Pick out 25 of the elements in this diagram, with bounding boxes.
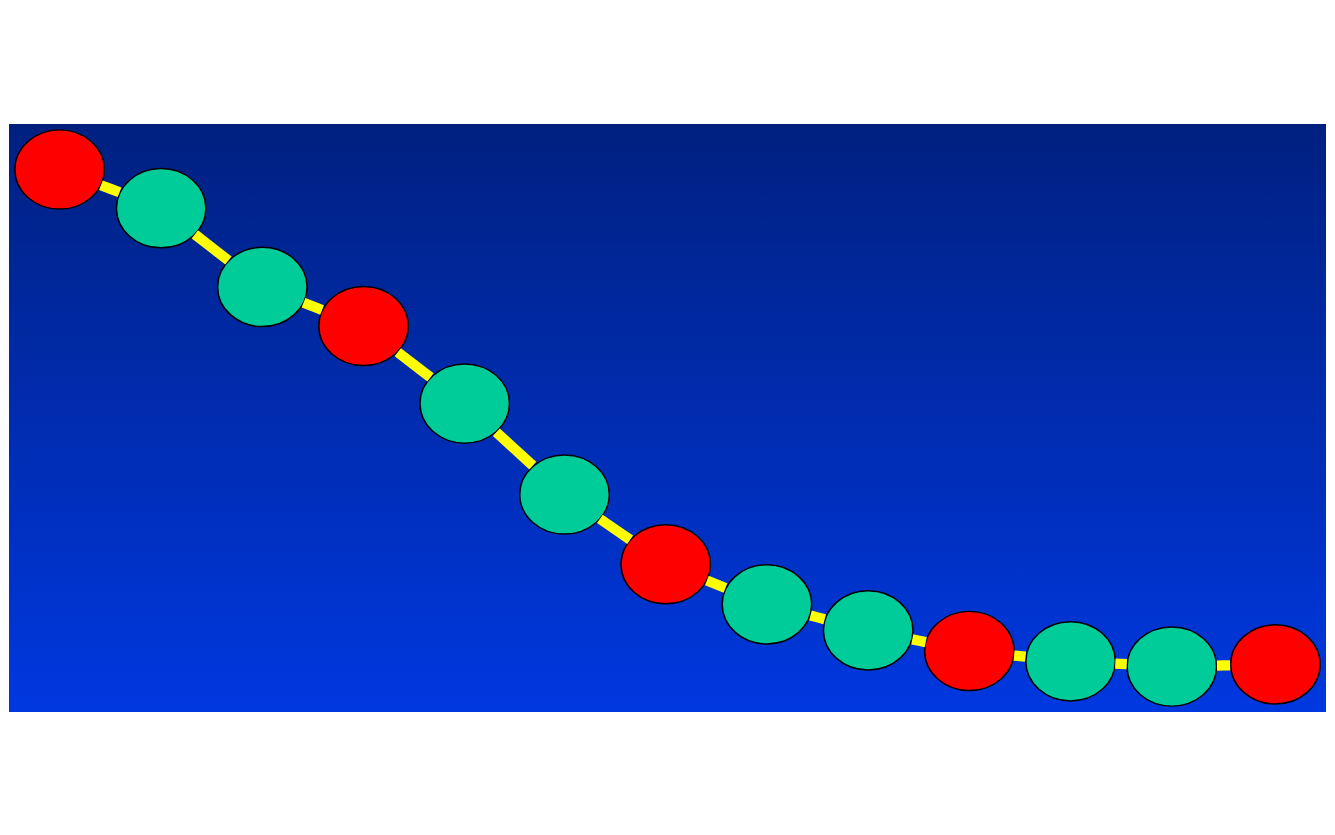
node-circle: [721, 563, 813, 645]
connector: [705, 575, 728, 593]
connector: [597, 514, 634, 544]
connector: [394, 347, 434, 381]
connector: [492, 428, 537, 469]
node-circle: [519, 453, 610, 535]
connector: [1216, 659, 1231, 671]
node-circle: [216, 246, 308, 327]
node-circle: [822, 589, 914, 671]
node-circle: [923, 610, 1015, 691]
node-circle: [419, 362, 511, 444]
connector: [1013, 649, 1027, 662]
connector: [301, 297, 324, 315]
node-circle: [14, 128, 106, 210]
connector: [191, 229, 232, 265]
node-circle: [1229, 623, 1321, 705]
connector: [911, 633, 927, 647]
connector: [99, 179, 122, 197]
connector: [1115, 658, 1127, 669]
node-circle: [1025, 620, 1117, 702]
node-circle: [620, 523, 712, 605]
node-circle: [318, 285, 409, 366]
node-circle: [1126, 625, 1218, 707]
node-circle: [115, 167, 207, 248]
connector: [809, 610, 826, 624]
